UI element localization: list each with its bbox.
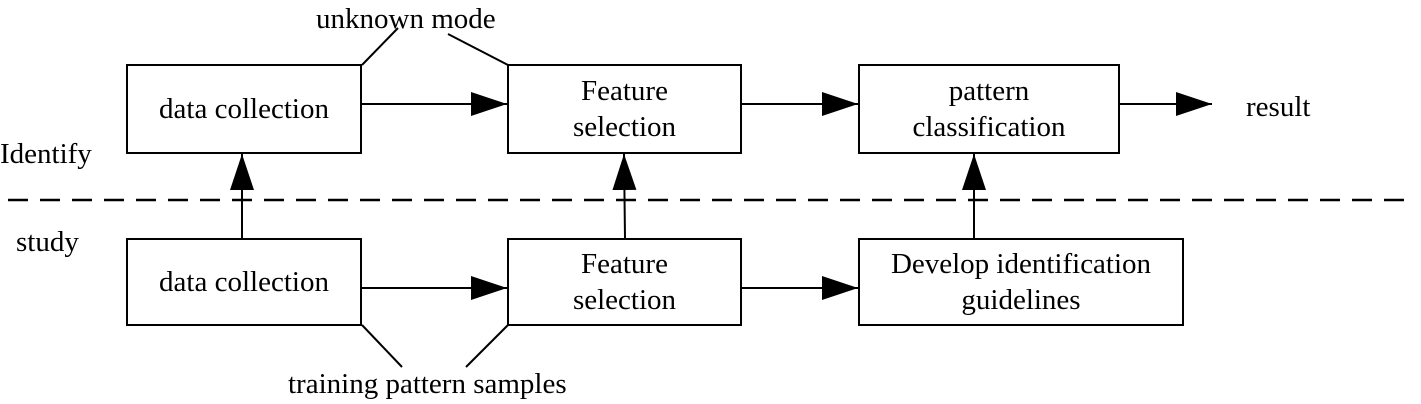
study-data-collection-text: data collection bbox=[159, 266, 329, 298]
training-samples-label: training pattern samples bbox=[288, 368, 567, 400]
study-data-collection-box: data collection bbox=[126, 238, 362, 326]
identify-feature-selection-box: Feature selection bbox=[507, 64, 742, 154]
training-samples-leader-right bbox=[465, 324, 509, 368]
pattern-classification-box: pattern classification bbox=[858, 64, 1120, 154]
pattern-classification-text: pattern classification bbox=[912, 75, 1066, 143]
study-feature-selection-text: Feature selection bbox=[572, 248, 677, 316]
study-label: study bbox=[16, 226, 79, 258]
develop-guidelines-box: Develop identification guidelines bbox=[858, 238, 1184, 326]
unknown-mode-leader-left bbox=[361, 27, 399, 66]
unknown-mode-label: unknown mode bbox=[316, 3, 496, 35]
study-feature-selection-box: Feature selection bbox=[507, 238, 742, 326]
identify-feature-selection-text: Feature selection bbox=[572, 75, 677, 143]
result-label: result bbox=[1246, 91, 1311, 123]
identify-data-collection-box: data collection bbox=[126, 64, 362, 154]
unknown-mode-leader-right bbox=[447, 33, 509, 66]
develop-guidelines-text: Develop identification guidelines bbox=[890, 248, 1152, 316]
training-samples-leader-left bbox=[361, 324, 403, 368]
identify-data-collection-text: data collection bbox=[159, 93, 329, 125]
identify-label: Identify bbox=[0, 138, 92, 170]
arrow-study-fs-up bbox=[612, 153, 637, 239]
